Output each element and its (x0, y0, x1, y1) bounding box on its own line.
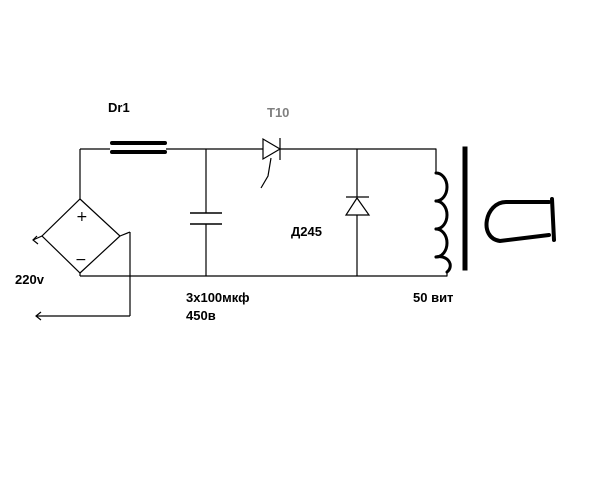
plunger (484, 197, 556, 244)
diode-d245 (344, 149, 371, 276)
mains-voltage-label: 220v (15, 272, 45, 287)
ac-input-lead-right (35, 231, 131, 321)
bridge-minus-sign: − (75, 252, 87, 268)
coil-turns-label: 50 вит (413, 290, 453, 305)
capacitor-value-label: 3x100мкф (186, 290, 249, 305)
choke-label: Dr1 (108, 100, 130, 115)
diode-label: Д245 (291, 224, 322, 239)
capacitor-voltage-label: 450в (186, 308, 216, 323)
bridge-plus-sign: + (76, 209, 88, 225)
capacitor (190, 149, 222, 276)
thyristor-label: T10 (267, 105, 289, 120)
thyristor-t10 (260, 137, 282, 189)
work-coil (434, 148, 452, 277)
diode-bridge (41, 198, 121, 274)
ac-input-lead-left (32, 235, 43, 245)
choke-dr1 (110, 141, 167, 154)
